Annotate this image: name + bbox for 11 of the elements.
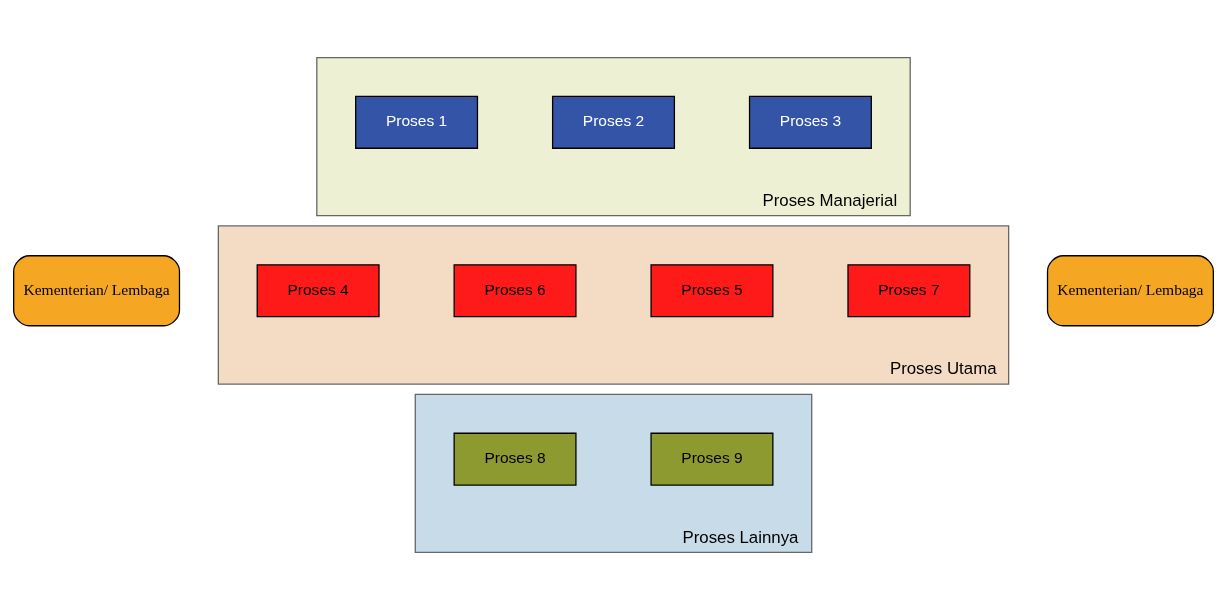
node-box: Proses 6	[453, 264, 577, 318]
node-box: Kementerian/ Lembaga	[13, 255, 181, 327]
node-box: Proses 9	[650, 432, 774, 486]
node-box: Proses 4	[256, 264, 380, 318]
node-box: Proses 8	[453, 432, 577, 486]
node-box: Proses 3	[748, 95, 872, 149]
node-box: Proses 7	[847, 264, 971, 318]
node-box: Proses 1	[355, 95, 479, 149]
node-box: Proses 5	[650, 264, 774, 318]
node-box: Proses 2	[551, 95, 676, 149]
node-box: Kementerian/ Lembaga	[1046, 255, 1214, 327]
